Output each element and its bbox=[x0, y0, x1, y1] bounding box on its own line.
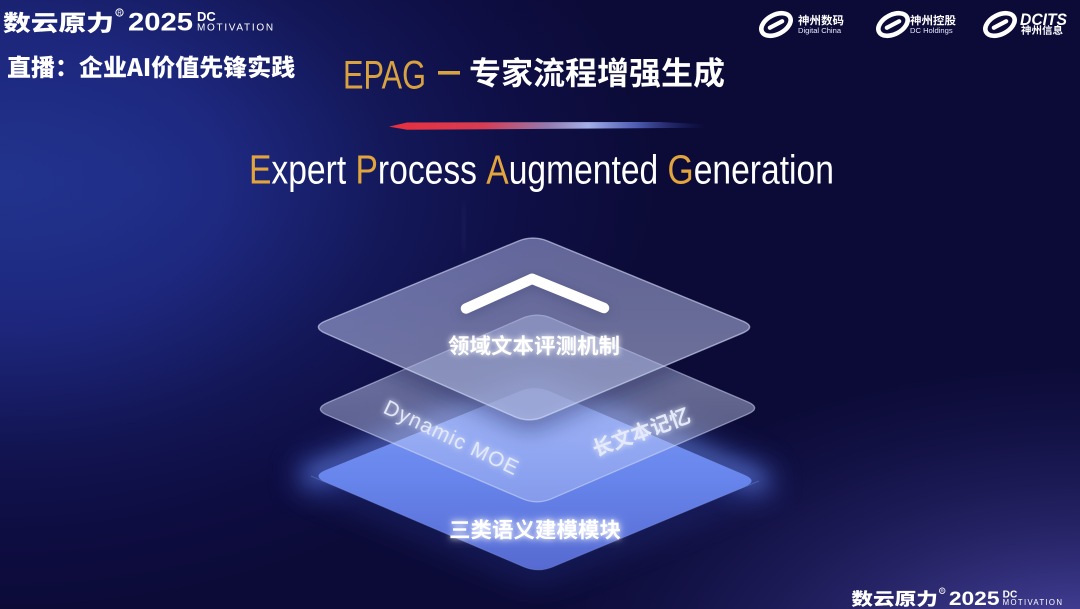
svg-text:Expert Process Augmented Gener: Expert Process Augmented Generation bbox=[249, 146, 834, 192]
svg-text:DCITS: DCITS bbox=[1020, 10, 1068, 29]
svg-text:DC: DC bbox=[197, 9, 216, 24]
svg-text:EPAG: EPAG bbox=[343, 54, 426, 98]
svg-text:2025: 2025 bbox=[128, 9, 193, 37]
svg-text:R: R bbox=[117, 11, 122, 17]
svg-text:MOTIVATION: MOTIVATION bbox=[197, 23, 275, 34]
svg-text:Digital China: Digital China bbox=[798, 26, 842, 35]
svg-text:DC Holdings: DC Holdings bbox=[910, 26, 953, 35]
